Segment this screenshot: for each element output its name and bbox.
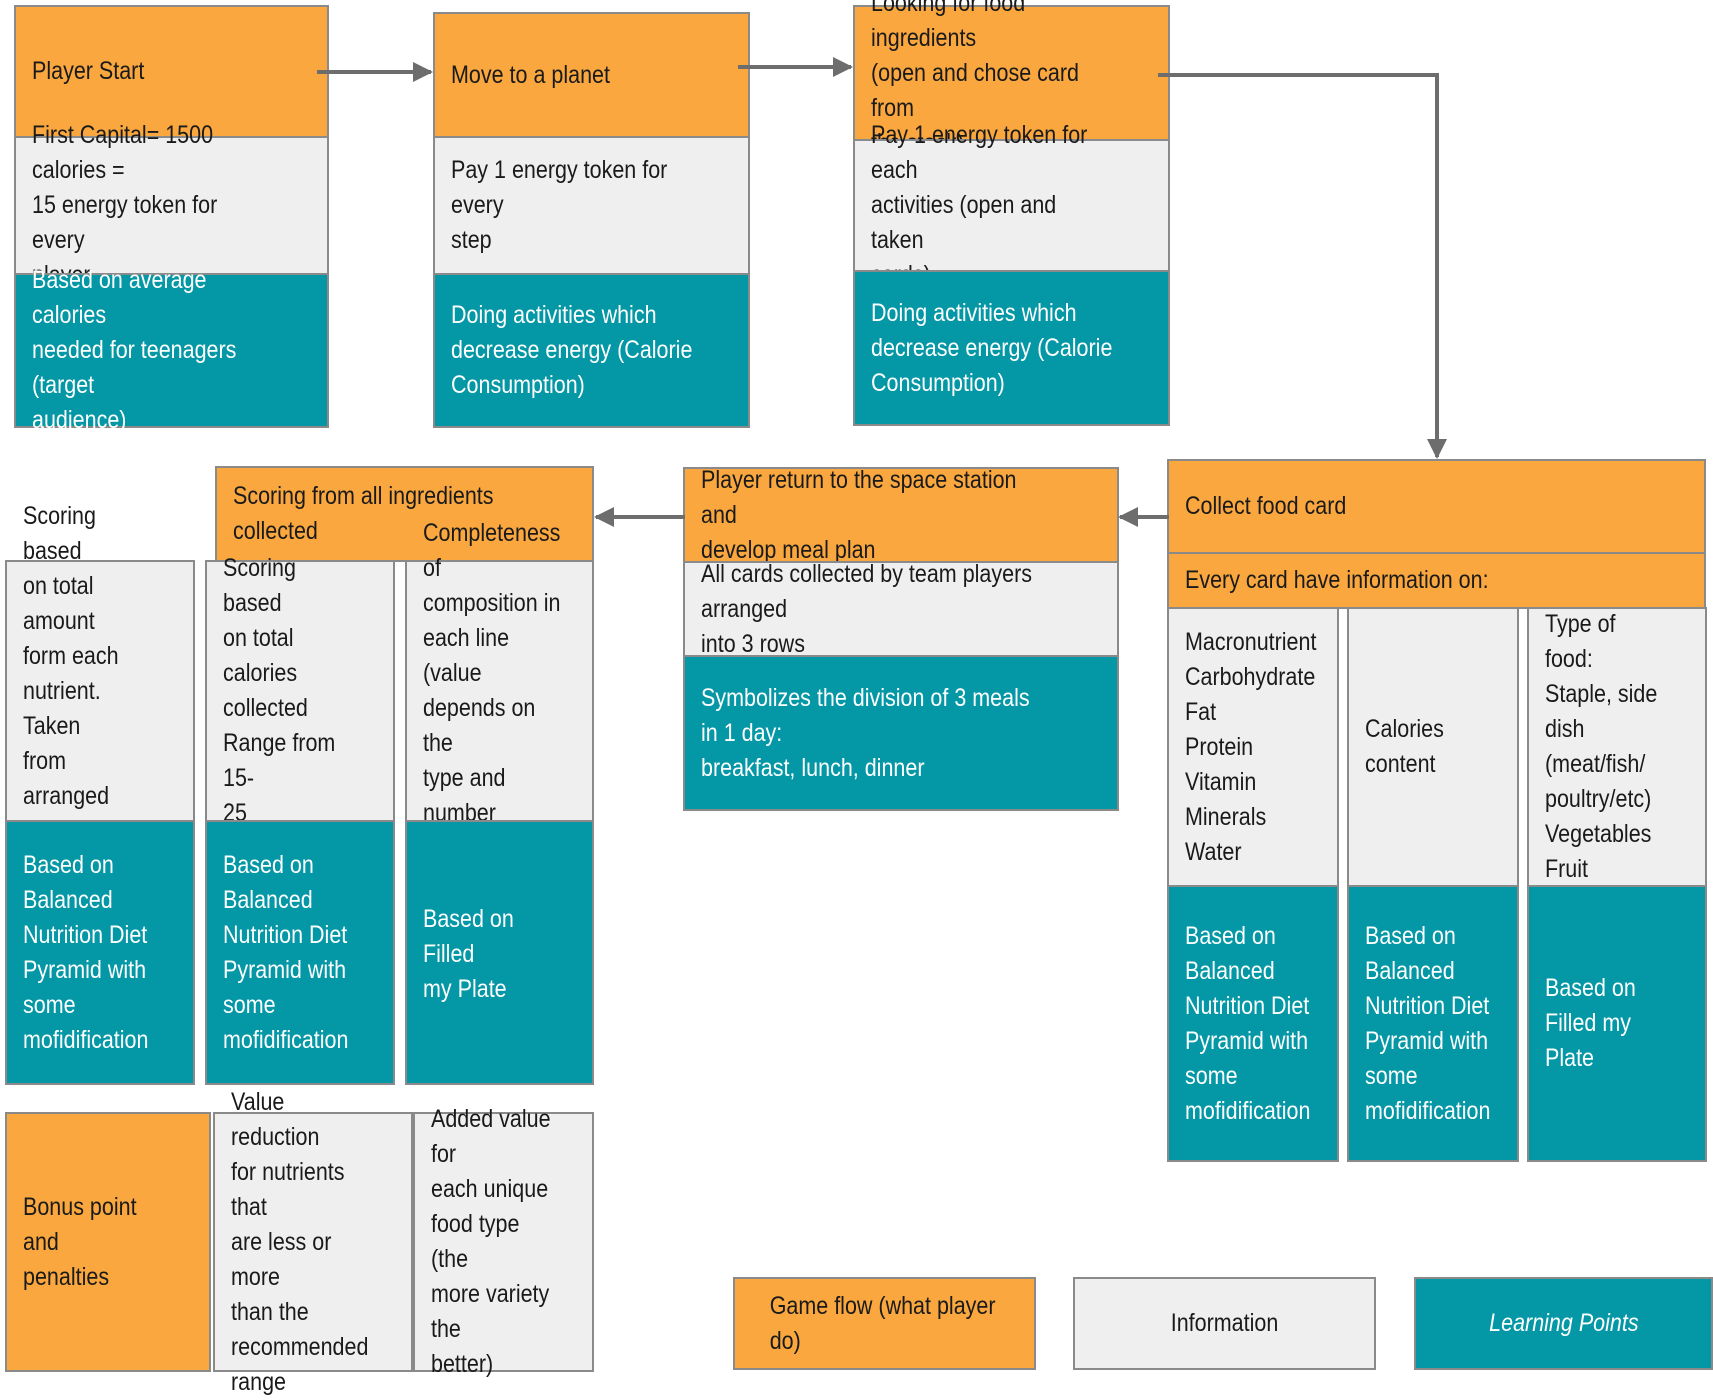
- card-learning-nutrients: Based on Balanced Nutrition Diet Pyramid…: [1167, 885, 1339, 1162]
- legend-learning-points: Learning Points: [1414, 1277, 1713, 1370]
- meal-plan-flow: Player return to the space station and d…: [683, 466, 1119, 564]
- card-info-calories: Calories content: [1347, 607, 1519, 887]
- card-learning-calories: Based on Balanced Nutrition Diet Pyramid…: [1347, 885, 1519, 1162]
- scoring-info-completeness: Completeness of composition in each line…: [405, 519, 594, 862]
- move-planet-info: Pay 1 energy token for every step: [433, 136, 750, 275]
- scoring-info-nutrients: Scoring based on total amount form each …: [5, 502, 195, 880]
- move-planet-flow: Move to a planet: [433, 12, 750, 138]
- arrow-ingredients-to-collect: [1158, 73, 1447, 459]
- card-info-nutrients: Macronutrient Carbohydrate Fat Protein V…: [1167, 607, 1339, 887]
- scoring-flow: Scoring from all ingredients collected: [215, 466, 594, 562]
- player-start-info: First Capital= 1500 calories = 15 energy…: [14, 121, 329, 289]
- legend-information: Information: [1073, 1277, 1376, 1370]
- scoring-learning-nutrients: Based on Balanced Nutrition Diet Pyramid…: [5, 820, 195, 1085]
- scoring-info-calories: Scoring based on total calories collecte…: [205, 554, 395, 827]
- looking-ingredients-info: Pay 1 energy token for each activities (…: [853, 121, 1170, 289]
- meal-plan-learning: Symbolizes the division of 3 meals in 1 …: [683, 655, 1119, 811]
- looking-ingredients-flow: Looking for food ingredients (open and c…: [853, 0, 1170, 157]
- scoring-learning-calories: Based on Balanced Nutrition Diet Pyramid…: [205, 820, 395, 1085]
- player-start-learning: Based on average calories needed for tee…: [14, 266, 329, 434]
- player-start-flow: Player Start: [14, 5, 329, 138]
- bonus-flow: Bonus point and penalties: [5, 1112, 211, 1372]
- card-learning-food-type: Based on Filled my Plate: [1527, 885, 1707, 1162]
- move-planet-learning: Doing activities which decrease energy (…: [433, 273, 750, 428]
- scoring-learning-completeness: Based on Filled my Plate: [405, 820, 594, 1085]
- legend-game-flow: Game flow (what player do): [733, 1277, 1036, 1370]
- card-info-food-type: Type of food: Staple, side dish (meat/fi…: [1527, 607, 1707, 887]
- looking-ingredients-learning: Doing activities which decrease energy (…: [853, 270, 1170, 426]
